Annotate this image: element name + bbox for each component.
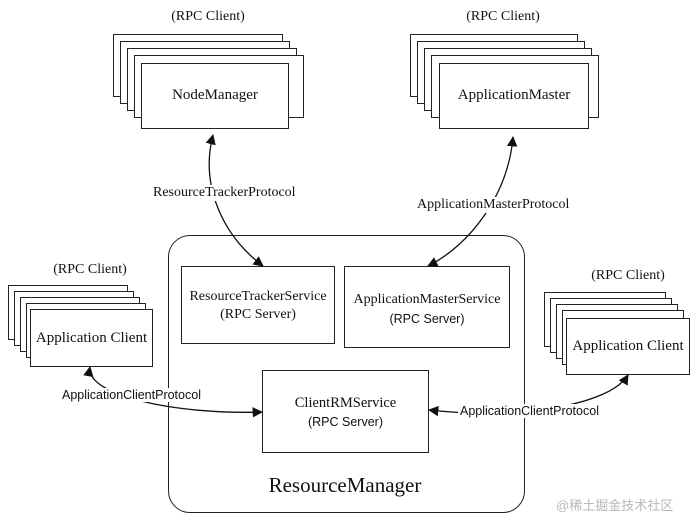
client-rm-service-sub: (RPC Server): [307, 415, 383, 429]
resource-tracker-service-sub: (RPC Server): [220, 307, 296, 322]
right-client-box: Application Client: [566, 318, 690, 375]
client-rm-service-box: ClientRMService (RPC Server): [262, 370, 429, 453]
client-left-protocol-label: ApplicationClientProtocol: [60, 388, 203, 402]
resource-tracker-protocol-label: ResourceTrackerProtocol: [151, 185, 298, 201]
node-manager-box: NodeManager: [141, 63, 289, 129]
left-client-role: (RPC Client): [53, 262, 127, 277]
application-master-service-box: ApplicationMasterService (RPC Server): [344, 266, 510, 348]
node-manager-label: NodeManager: [172, 87, 258, 103]
application-master-arrow: [427, 135, 518, 267]
resource-tracker-arrow: [205, 133, 264, 267]
client-rm-service-label: ClientRMService: [294, 395, 397, 411]
application-master-service-sub: (RPC Server): [389, 312, 465, 326]
right-client-label: Application Client: [572, 338, 684, 354]
application-master-label: ApplicationMaster: [457, 87, 571, 103]
client-right-protocol-label: ApplicationClientProtocol: [458, 404, 601, 418]
application-master-service-label: ApplicationMasterService: [353, 292, 501, 307]
watermark: @稀土掘金技术社区: [556, 498, 674, 513]
application-master-box: ApplicationMaster: [439, 63, 589, 129]
node-manager-role: (RPC Client): [171, 9, 245, 24]
application-master-role: (RPC Client): [466, 9, 540, 24]
resource-tracker-service-label: ResourceTrackerService: [189, 289, 327, 304]
application-master-protocol-label: ApplicationMasterProtocol: [415, 197, 572, 213]
right-client-role: (RPC Client): [591, 268, 665, 283]
left-client-box: Application Client: [30, 309, 153, 367]
resource-manager-label: ResourceManager: [268, 473, 422, 497]
left-client-label: Application Client: [35, 330, 148, 346]
